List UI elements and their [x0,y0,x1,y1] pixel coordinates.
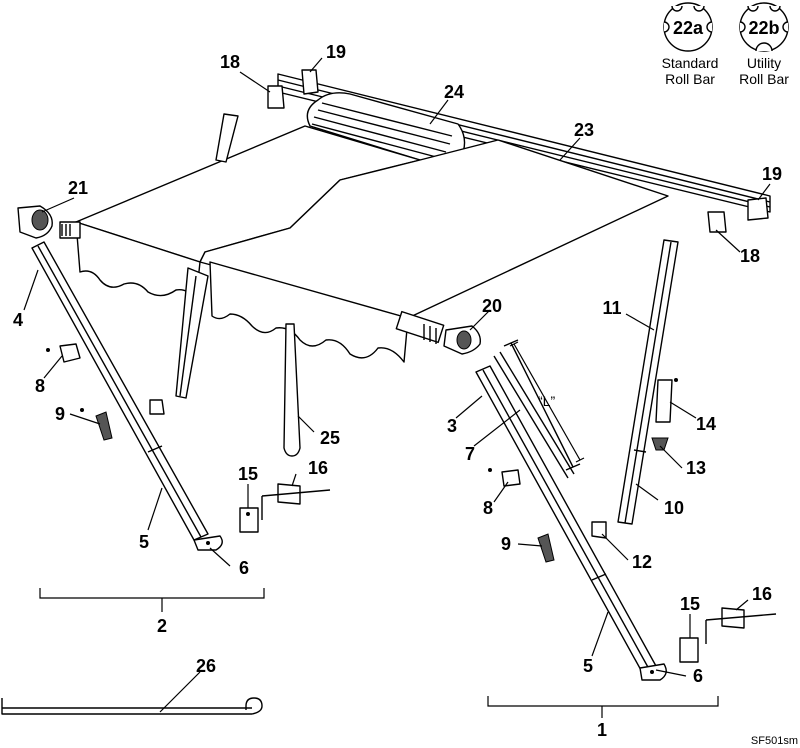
canopy-fabric [75,125,669,363]
legend-utility-roll-bar: 22b Utility Roll Bar [739,2,789,87]
callout-14: 14 [696,414,716,434]
callout-18-top: 18 [220,52,240,72]
left-main-arm [31,241,209,541]
hardware-right-15 [679,637,699,663]
figure-code: SF501sm [751,735,798,747]
hardware-left-12 [149,399,165,415]
dimension-l [509,341,585,463]
callout-16-left: 16 [308,458,328,478]
callout-24: 24 [444,82,464,102]
callout-10: 10 [664,498,684,518]
hardware-left-8 [46,343,81,363]
callout-5-right: 5 [583,656,593,676]
callout-18-right: 18 [740,246,760,266]
group-bracket-1 [487,696,719,718]
callout-1: 1 [597,720,607,740]
callout-15-right: 15 [680,594,700,614]
callout-6-right: 6 [693,666,703,686]
callout-12: 12 [632,552,652,572]
callout-25: 25 [320,428,340,448]
group-bracket-2 [39,588,265,612]
roll-bar-axle [59,221,445,344]
callout-8-right: 8 [483,498,493,518]
pull-strap [283,323,301,457]
tension-rod [493,339,581,479]
end-cap-left [17,205,53,239]
legend-utility-line1: Utility [747,55,781,71]
callout-21: 21 [68,178,88,198]
legend-utility-line2: Roll Bar [739,71,789,87]
callout-8-left: 8 [35,376,45,396]
legend-standard-line1: Standard [662,55,719,71]
callout-20: 20 [482,296,502,316]
callout-labels: 1 2 3 4 5 5 6 6 7 8 8 9 9 10 11 12 13 14… [13,42,782,740]
legend-standard-line2: Roll Bar [665,71,715,87]
hardware-right-8 [488,468,521,487]
rear-left-rafter [215,113,239,163]
hardware-right-16 [705,607,777,644]
callout-3: 3 [447,416,457,436]
callout-9-right: 9 [501,534,511,554]
dimension-l-label: “L” [538,393,555,409]
callout-4: 4 [13,310,23,330]
hardware-left-15 [239,507,259,533]
end-cap-right [443,325,482,355]
hardware-left-16 [261,483,331,520]
callout-16-right: 16 [752,584,772,604]
callout-19-top: 19 [326,42,346,62]
right-foot-bracket [639,663,667,681]
callout-13: 13 [686,458,706,478]
callout-11: 11 [602,298,621,318]
left-foot-bracket [193,535,223,551]
callout-2: 2 [157,616,167,636]
hardware-left-9 [80,408,113,441]
callout-9-left: 9 [55,404,65,424]
hardware-right-14 [655,378,678,423]
right-rafter-arm [617,239,679,525]
left-rafter-arm [175,267,209,399]
hardware-right-9 [537,533,555,563]
hardware-right-13 [651,437,669,451]
callout-23: 23 [574,120,594,140]
callout-5-left: 5 [139,532,149,552]
legend-standard-id: 22a [673,18,704,38]
rail-bracket-right [707,197,769,233]
callout-15-left: 15 [238,464,258,484]
callout-19-right: 19 [762,164,782,184]
leader-lines [23,57,771,713]
legend-utility-id: 22b [748,18,779,38]
callout-7: 7 [465,444,475,464]
legend-standard-roll-bar: 22a Standard Roll Bar [662,2,719,87]
callout-26: 26 [196,656,216,676]
pull-rod [1,697,263,715]
callout-6-left: 6 [239,558,249,578]
